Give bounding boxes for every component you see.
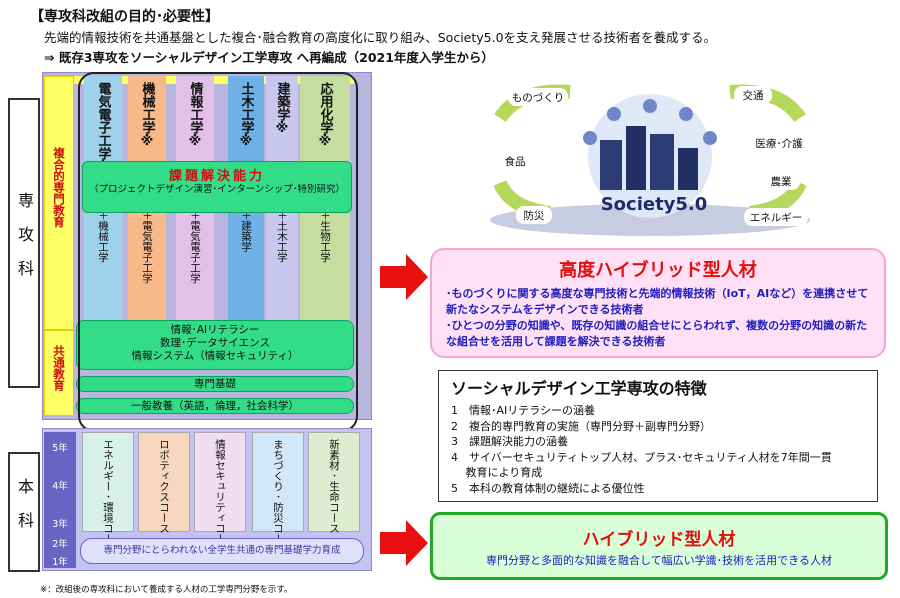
arrow-right-icon	[380, 254, 428, 300]
advanced-hybrid-point-1: ･ものづくりに関する高度な専門技術と先端的情報技術（IoT，AIなど）を連携させ…	[446, 287, 869, 316]
feature-item: 3 課題解決能力の涵養	[451, 435, 568, 448]
feature-item: 5 本科の教育体制の継続による優位性	[451, 481, 645, 495]
advanced-hybrid-box: 高度ハイブリッド型人材 ･ものづくりに関する高度な専門技術と先端的情報技術（Io…	[430, 248, 886, 358]
society-label: Society5.0	[601, 194, 708, 215]
column-main-label: 電気電子工学※	[95, 82, 111, 175]
feature-item: 1 情報･AIリテラシーの涵養	[451, 404, 596, 417]
info-literacy-box: 情報･AIリテラシー 数理･データサイエンス 情報システム（情報セキュリティ）	[76, 320, 354, 370]
column-sub-label: ＋電気電子工学	[189, 210, 201, 284]
senkoka-frame	[78, 72, 358, 432]
society-item: 食品	[505, 155, 526, 168]
society-illustration: Society5.0 ものづくり 食品 防災 交通 医療･介護 農業 エネルギー	[490, 84, 810, 236]
course-label: 新素材･生命コース	[328, 439, 340, 534]
course-label: ロボティクスコース	[158, 439, 170, 534]
problem-solving-title: 課題解決能力	[168, 169, 265, 184]
course-disaster: まちづくり･防災コース	[252, 432, 304, 555]
literacy-line: 情報･AIリテラシー	[170, 324, 260, 336]
course-materials: 新素材･生命コース	[308, 432, 360, 534]
problem-solving-sub: （プロジェクトデザイン演習･インターンシップ･特別研究）	[88, 184, 346, 195]
column-sub-label: ＋電気電子工学	[141, 210, 153, 284]
honka-label: 本科	[8, 452, 40, 572]
year-1: 1年	[52, 557, 68, 568]
ippan-kyoyo-bar: 一般教養（英語，倫理，社会科学）	[76, 398, 354, 414]
society-item: エネルギー	[750, 212, 803, 224]
column-main-label: 応用化学※	[317, 82, 333, 149]
column-main-label: 機械工学※	[139, 82, 155, 149]
senkoka-label: 専攻科	[8, 98, 40, 388]
fukugo-tag: 複合的専門教育	[44, 76, 74, 330]
course-security: 情報セキュリティコース	[194, 432, 246, 555]
column-sub-label: ＋建築学	[240, 210, 252, 252]
advanced-hybrid-title: 高度ハイブリッド型人材	[559, 260, 757, 281]
senmon-kiso-bar: 専門基礎	[76, 376, 354, 392]
society-item: 交通	[743, 89, 764, 102]
column-main-label: 建築学※	[274, 82, 290, 136]
course-label: まちづくり･防災コース	[272, 439, 284, 555]
year-2: 2年	[52, 539, 68, 550]
hybrid-title: ハイブリッド型人材	[582, 530, 736, 550]
feature-item: 教育により育成	[451, 466, 543, 479]
features-title: ソーシャルデザイン工学専攻の特徴	[451, 379, 707, 398]
society-item: ものづくり	[512, 92, 565, 104]
advanced-hybrid-point-2: ･ひとつの分野の知識や、既存の知識の組合せにとらわれず、複数の分野の知識の新たな…	[446, 319, 868, 348]
purpose-description: 先端的情報技術を共通基盤とした複合･融合教育の高度化に取り組み、Society5…	[44, 30, 717, 45]
column-sub-label: ＋土木工学	[276, 210, 288, 263]
info-system-line: 情報システム（情報セキュリティ）	[131, 350, 299, 362]
feature-item: 2 複合的専門教育の実施（専門分野＋副専門分野）	[451, 419, 711, 433]
society-item: 医療･介護	[755, 137, 803, 150]
course-label: 情報セキュリティコース	[214, 439, 226, 555]
year-4: 4年	[52, 481, 68, 492]
page-title: 【専攻科改組の目的･必要性】	[30, 9, 219, 25]
kyotsu-tag: 共通教育	[44, 330, 74, 416]
feature-item: 4 サイバーセキュリティトップ人材、プラス･セキュリティ人材を7年間一貫	[451, 450, 832, 464]
yellow-strip	[74, 76, 354, 84]
footnote: ※：改組後の専攻科において養成する人材の工学専門分野を示す。	[40, 585, 293, 595]
hybrid-box: ハイブリッド型人材 専門分野と多面的な知識を融合して幅広い学識･技術を活用できる…	[430, 512, 888, 580]
common-foundation-bar: 専門分野にとらわれない全学生共通の専門基礎学力育成	[80, 538, 364, 564]
hybrid-sub: 専門分野と多面的な知識を融合して幅広い学識･技術を活用できる人材	[486, 554, 832, 567]
column-main-label: 情報工学※	[187, 82, 203, 149]
data-science-line: 数理･データサイエンス	[160, 337, 270, 349]
year-scale: 5年 4年 3年 2年 1年	[44, 432, 76, 568]
column-sub-label: ＋生物工学	[319, 210, 331, 263]
course-robotics: ロボティクスコース	[138, 432, 190, 534]
year-3: 3年	[52, 519, 68, 530]
society-item: 防災	[524, 209, 545, 222]
column-main-label: 土木工学※	[238, 82, 254, 149]
reorganization-note: ⇒ 既存3専攻をソーシャルデザイン工学専攻 へ再編成（2021年度入学生から）	[44, 50, 494, 65]
problem-solving-box: 課題解決能力 （プロジェクトデザイン演習･インターンシップ･特別研究）	[82, 161, 352, 213]
society-item: 農業	[771, 175, 792, 188]
course-label: エネルギー･環境コース	[102, 439, 114, 555]
arrow-right-icon	[380, 520, 428, 566]
year-5: 5年	[52, 443, 68, 454]
features-box: ソーシャルデザイン工学専攻の特徴 1 情報･AIリテラシーの涵養 2 複合的専門…	[438, 370, 878, 502]
course-energy: エネルギー･環境コース	[82, 432, 134, 555]
column-sub-label: ＋機械工学	[97, 210, 109, 263]
